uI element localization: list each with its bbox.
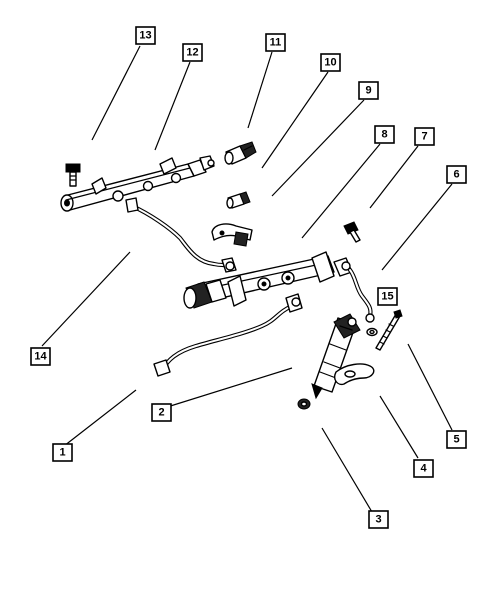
lower-fuel-line <box>153 293 303 377</box>
callout-2: 2 <box>151 403 172 422</box>
leader-14 <box>41 251 131 347</box>
leader-12 <box>154 61 191 151</box>
leader-5 <box>407 343 453 431</box>
callout-label: 2 <box>158 407 164 419</box>
pressure-sensor <box>224 141 257 165</box>
callout-9: 9 <box>358 81 379 100</box>
callout-label: 7 <box>421 131 427 143</box>
leader-10 <box>261 71 329 169</box>
callout-4: 4 <box>413 459 434 478</box>
callout-label: 1 <box>59 447 65 459</box>
callout-label: 13 <box>139 30 151 42</box>
washer <box>297 398 311 410</box>
callout-15: 15 <box>377 287 398 306</box>
clamp <box>211 223 253 247</box>
bolt <box>343 221 361 243</box>
upper-fuel-rail <box>60 155 215 212</box>
injector-line <box>347 267 375 323</box>
leader-1 <box>63 389 137 447</box>
callout-14: 14 <box>30 347 51 366</box>
callout-label: 11 <box>270 37 282 49</box>
callout-6: 6 <box>446 165 467 184</box>
leader-4 <box>379 395 419 459</box>
callout-label: 15 <box>381 291 393 303</box>
callout-12: 12 <box>182 43 203 62</box>
hold-down-clamp <box>334 363 375 386</box>
callout-8: 8 <box>374 125 395 144</box>
leader-11 <box>247 51 273 129</box>
callout-5: 5 <box>446 430 467 449</box>
small-fitting <box>226 191 251 209</box>
callout-label: 14 <box>34 351 47 363</box>
callout-13: 13 <box>135 26 156 45</box>
callout-1: 1 <box>52 443 73 462</box>
leader-lines <box>41 45 453 513</box>
leader-9 <box>271 99 365 197</box>
stud <box>375 309 403 351</box>
callout-label: 5 <box>453 434 459 446</box>
callout-label: 6 <box>453 169 459 181</box>
lower-fuel-rail <box>183 251 353 309</box>
seal-ring <box>366 327 378 337</box>
leader-7 <box>369 145 419 209</box>
callout-11: 11 <box>265 33 286 52</box>
callout-label: 9 <box>365 85 371 97</box>
callout-label: 8 <box>381 129 387 141</box>
callout-7: 7 <box>414 127 435 146</box>
leader-6 <box>381 183 453 271</box>
injector <box>311 313 361 400</box>
leader-2 <box>163 367 293 409</box>
callout-3: 3 <box>368 510 389 529</box>
leader-3 <box>321 427 373 513</box>
callout-10: 10 <box>320 53 341 72</box>
callout-label: 10 <box>324 57 336 69</box>
callout-label: 3 <box>375 514 381 526</box>
upper-fuel-line <box>125 197 237 273</box>
leader-8 <box>301 143 381 239</box>
leader-13 <box>91 45 141 141</box>
callout-label: 4 <box>420 463 427 475</box>
callout-label: 12 <box>186 47 198 59</box>
